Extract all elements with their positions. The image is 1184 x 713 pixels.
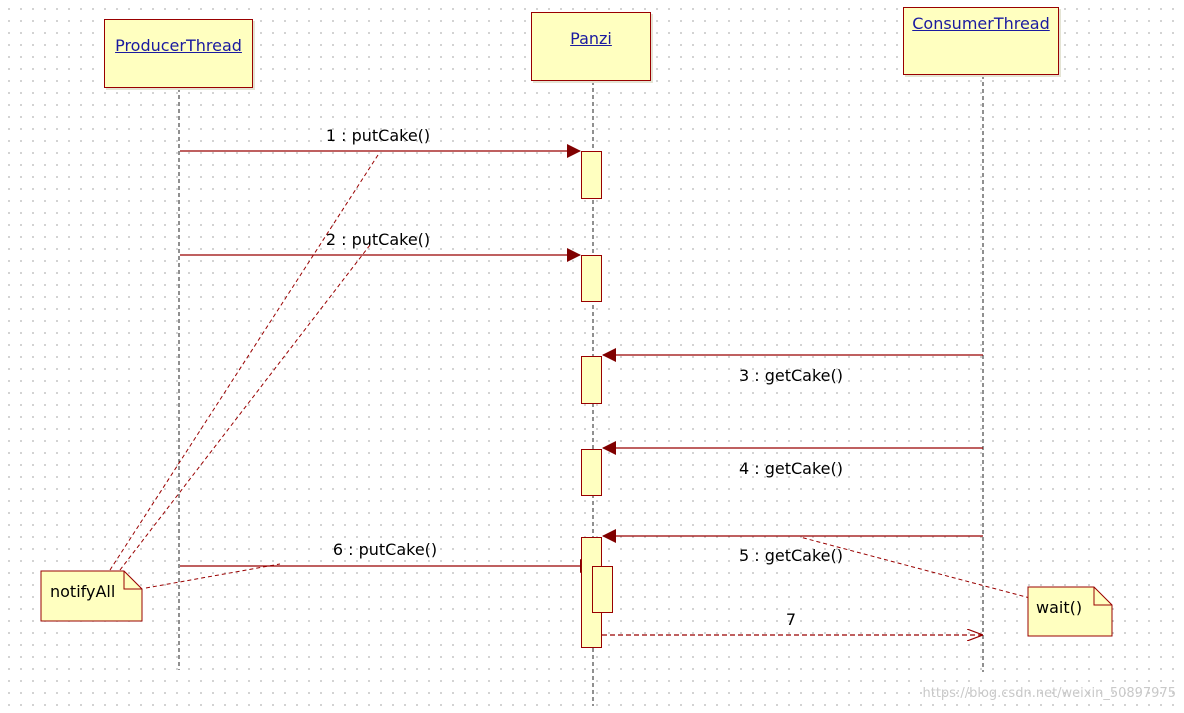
panzi-box[interactable]: Panzi — [531, 12, 651, 81]
producer-thread-name: ProducerThread — [115, 36, 242, 55]
message-6-label: 6 : putCake() — [332, 540, 438, 559]
note-notifyall-shape — [40, 570, 143, 622]
panzi-name: Panzi — [570, 29, 612, 48]
activation-bar-2 — [581, 255, 602, 302]
watermark-url: https://blog.csdn.net/weixin_50897975 — [922, 686, 1176, 701]
activation-bar-6-nested — [592, 566, 613, 613]
message-3-label: 3 : getCake() — [738, 366, 844, 385]
consumer-thread-box[interactable]: ConsumerThread — [903, 7, 1059, 75]
message-5-label: 5 : getCake() — [738, 546, 844, 565]
activation-bar-3 — [581, 356, 602, 404]
message-1-label: 1 : putCake() — [325, 126, 431, 145]
note-wait-shape — [1027, 586, 1113, 637]
note-wait-text: wait() — [1036, 598, 1083, 617]
activation-bar-1 — [581, 151, 602, 199]
message-2-label: 2 : putCake() — [325, 230, 431, 249]
activation-bar-4 — [581, 449, 602, 496]
note-connector-wait — [799, 536, 1031, 599]
consumer-thread-name: ConsumerThread — [912, 14, 1050, 33]
note-connector-notify-2 — [119, 244, 371, 571]
note-notifyall-text: notifyAll — [50, 582, 116, 601]
message-7-label: 7 — [785, 610, 797, 629]
message-4-label: 4 : getCake() — [738, 459, 844, 478]
producer-thread-box[interactable]: ProducerThread — [104, 19, 253, 88]
note-connector-notify-6 — [145, 563, 281, 589]
note-connector-notify-1 — [109, 154, 379, 571]
